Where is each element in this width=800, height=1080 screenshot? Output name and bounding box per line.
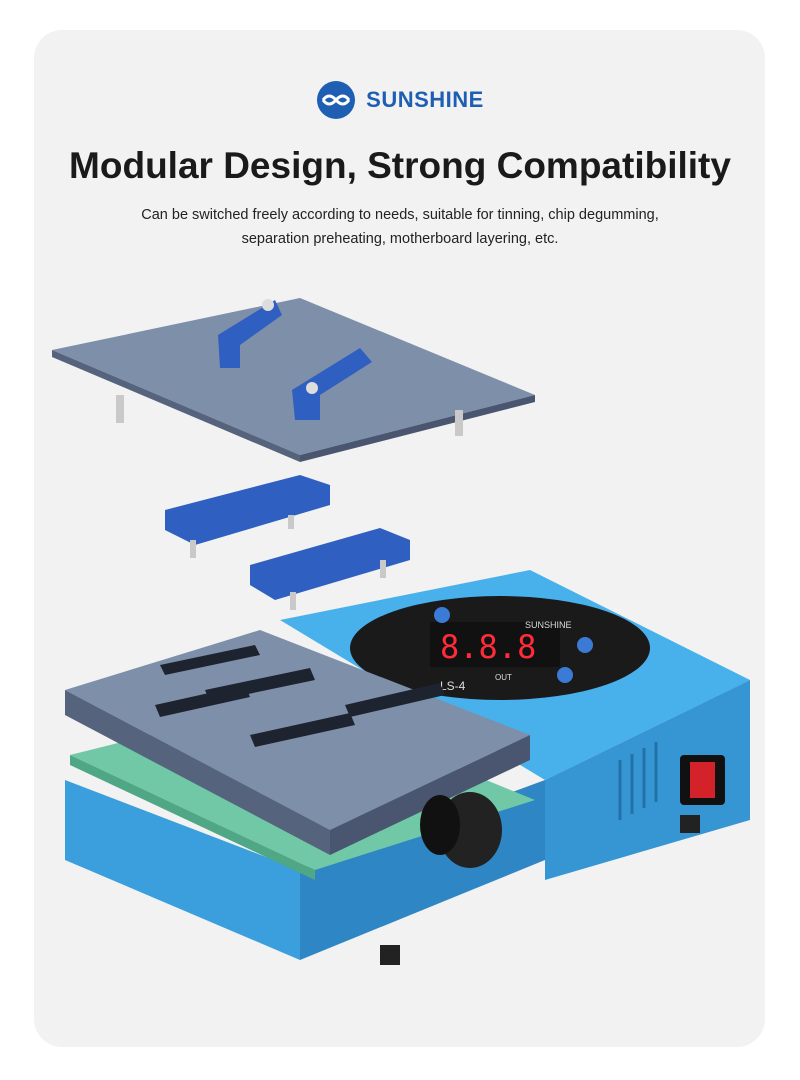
top-heating-plate [52, 298, 535, 462]
sunshine-logo-icon [317, 81, 356, 119]
model-label: LS-4 [440, 679, 466, 693]
out-label: OUT [495, 673, 512, 682]
clamp-fixture-1 [165, 475, 330, 558]
display-brand-label: SUNSHINE [525, 620, 572, 630]
product-illustration: 8.8.8 SUNSHINE LS-4 OUT [52, 298, 750, 965]
control-display: 8.8.8 SUNSHINE LS-4 OUT [350, 596, 650, 700]
subtitle-line-2: separation preheating, motherboard layer… [241, 231, 559, 247]
clamp-fixture-2 [250, 528, 410, 610]
brand-header: SUNSHINE [0, 80, 800, 120]
page-title: Modular Design, Strong Compatibility [69, 145, 731, 186]
page-subtitle: Can be switched freely according to need… [0, 203, 800, 251]
subtitle-line-1: Can be switched freely according to need… [141, 207, 659, 223]
preheating-plate-assembly [65, 630, 535, 880]
brand-name: SUNSHINE [366, 87, 484, 112]
temperature-readout: 8.8.8 [440, 628, 536, 666]
